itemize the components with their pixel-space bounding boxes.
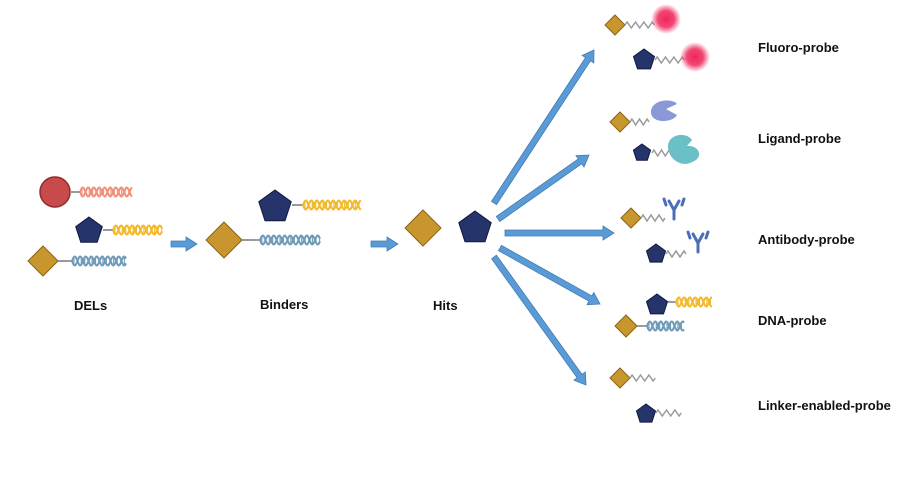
linker-chain-icon — [654, 55, 686, 65]
linker-chain-icon — [651, 148, 672, 158]
dna-helix-icon — [302, 199, 362, 211]
fluorophore-glow-icon — [680, 42, 710, 72]
diamond-shape — [205, 221, 243, 259]
dna-strand — [112, 224, 163, 236]
dna-strand — [79, 186, 133, 198]
binders-label: Binders — [260, 297, 309, 312]
antibody-arm — [704, 230, 710, 240]
diamond-shape — [27, 245, 59, 277]
arrow-to-linker-probe — [491, 254, 587, 386]
pentagon-shape — [75, 216, 103, 243]
ligand-protein-shape — [667, 134, 700, 164]
dna-helix-icon — [71, 255, 127, 267]
dna-helix-icon — [79, 186, 133, 198]
dna-strand — [112, 224, 163, 236]
diamond-shape — [609, 111, 631, 133]
linker-chain-icon — [655, 408, 682, 418]
dna-strand — [646, 320, 685, 332]
hits-label: Hits — [433, 298, 458, 313]
ligand-probe-label: Ligand-probe — [758, 131, 842, 146]
linker-chain-icon — [629, 373, 656, 383]
arrow-binders-to-hits — [370, 236, 399, 252]
arrow-to-antibody-probe — [504, 225, 615, 241]
pentagon-shape — [458, 210, 492, 243]
arrow-dels-to-binders — [170, 236, 198, 252]
dna-strand — [675, 296, 713, 308]
dna-helix-icon — [675, 296, 713, 308]
dna-helix-icon — [112, 224, 163, 236]
arrow-to-dna-probe — [497, 244, 601, 306]
linker-chain-icon — [624, 20, 656, 30]
ligand-protein-icon — [651, 100, 677, 122]
antibody-arm — [662, 197, 668, 207]
dna-strand — [259, 234, 321, 246]
diamond-shape — [404, 209, 442, 247]
diamond-shape — [604, 14, 626, 36]
antibody-probe-label: Antibody-probe — [758, 232, 855, 247]
fluorophore-glow-icon — [651, 4, 681, 34]
pentagon-shape — [635, 403, 657, 423]
pentagon-shape — [258, 189, 292, 222]
fluoro-probe-label: Fluoro-probe — [758, 40, 839, 55]
pentagon-shape — [632, 48, 656, 70]
antibody-arm — [686, 230, 692, 240]
diamond-shape — [614, 314, 638, 338]
diamond-shape — [609, 367, 631, 389]
pentagon-shape — [645, 293, 669, 315]
antibody-arm — [680, 197, 686, 207]
antibody-icon — [662, 197, 686, 221]
dna-helix-icon — [646, 320, 685, 332]
pentagon-shape — [645, 243, 667, 263]
arrow-to-fluoro-probe — [490, 49, 595, 206]
antibody-icon — [686, 230, 710, 254]
circle-shape — [39, 176, 71, 208]
linker-chain-icon — [629, 117, 650, 127]
arrow-to-ligand-probe — [495, 154, 590, 223]
antibody-arm — [696, 232, 705, 245]
ligand-protein-shape — [651, 100, 677, 122]
dels-label: DELs — [74, 298, 108, 313]
dna-strand — [646, 320, 685, 332]
ligand-protein-icon — [667, 134, 700, 164]
linker-chain-icon — [665, 249, 687, 259]
dna-strand — [79, 186, 133, 198]
linker-enabled-probe-label: Linker-enabled-probe — [758, 398, 891, 413]
dna-probe-label: DNA-probe — [758, 313, 827, 328]
pentagon-shape — [632, 143, 652, 161]
diamond-shape — [620, 207, 642, 229]
linker-chain-icon — [640, 213, 666, 223]
antibody-arm — [672, 199, 681, 212]
dna-helix-icon — [259, 234, 321, 246]
